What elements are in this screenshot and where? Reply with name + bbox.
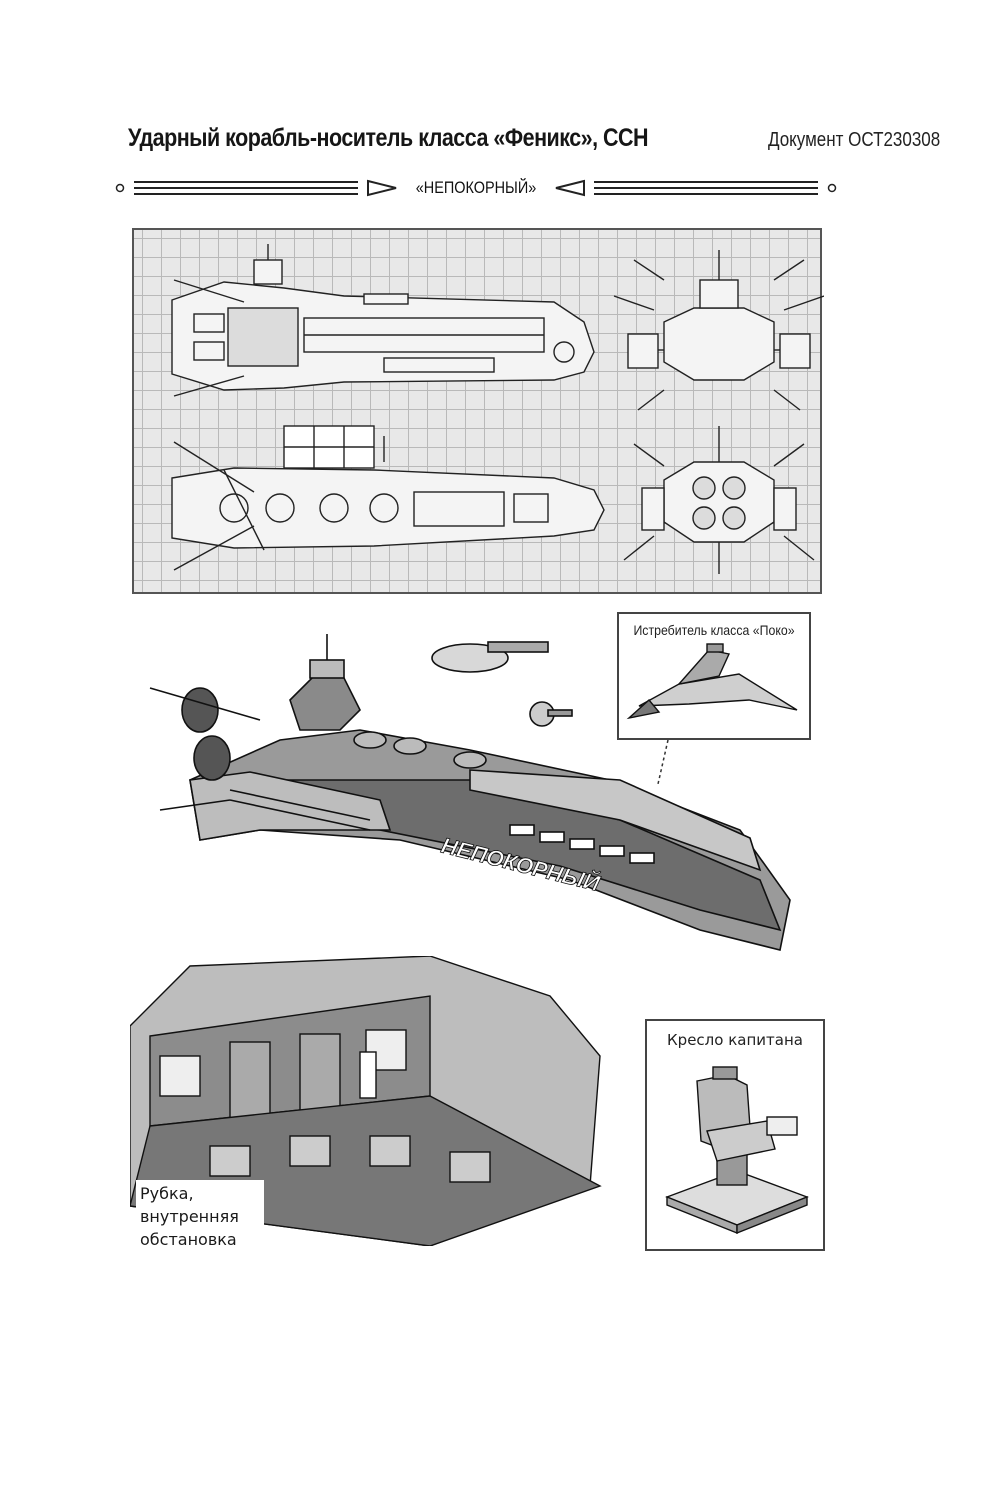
carrier-drawing: НЕПОКОРНЫЙ xyxy=(149,634,791,951)
bridge-illustration xyxy=(129,955,630,1250)
captain-chair-label: Кресло капитана xyxy=(667,1031,803,1049)
captain-chair-panel: Кресло капитана xyxy=(645,1019,825,1251)
bridge-caption-line: обстановка xyxy=(140,1230,237,1249)
banner-ornament xyxy=(115,179,837,197)
bottom-view-drawing xyxy=(171,425,605,571)
page-header: Ударный корабль-носитель класса «Феникс»… xyxy=(128,124,940,164)
captain-chair-drawing xyxy=(665,1066,809,1235)
callout-pointer xyxy=(657,739,669,785)
ship-name: «НЕПОКОРНЫЙ» xyxy=(415,178,537,197)
fighter-label: Истребитель класса «Поко» xyxy=(633,622,795,638)
bridge-caption-line: внутренняя xyxy=(140,1207,239,1226)
document-number: Документ ОСТ230308 xyxy=(768,129,941,151)
top-view-drawing xyxy=(171,244,595,397)
ship-illustration: НЕПОКОРНЫЙ xyxy=(140,630,830,994)
rear-view-drawing xyxy=(623,426,815,574)
ship-name-banner: «НЕПОКОРНЫЙ» xyxy=(112,176,840,200)
ship-schematics xyxy=(171,244,824,574)
page-title: Ударный корабль-носитель класса «Феникс»… xyxy=(128,124,649,152)
front-view-drawing xyxy=(613,250,824,411)
fighter-drawing xyxy=(626,643,798,720)
bridge-caption-line: Рубка, xyxy=(140,1184,194,1203)
bridge-caption: Рубка, внутренняя обстановка xyxy=(136,1180,264,1253)
blueprint-panel xyxy=(132,228,824,594)
fighter-callout: Истребитель класса «Поко» xyxy=(617,612,811,740)
bridge-drawing xyxy=(129,955,602,1247)
